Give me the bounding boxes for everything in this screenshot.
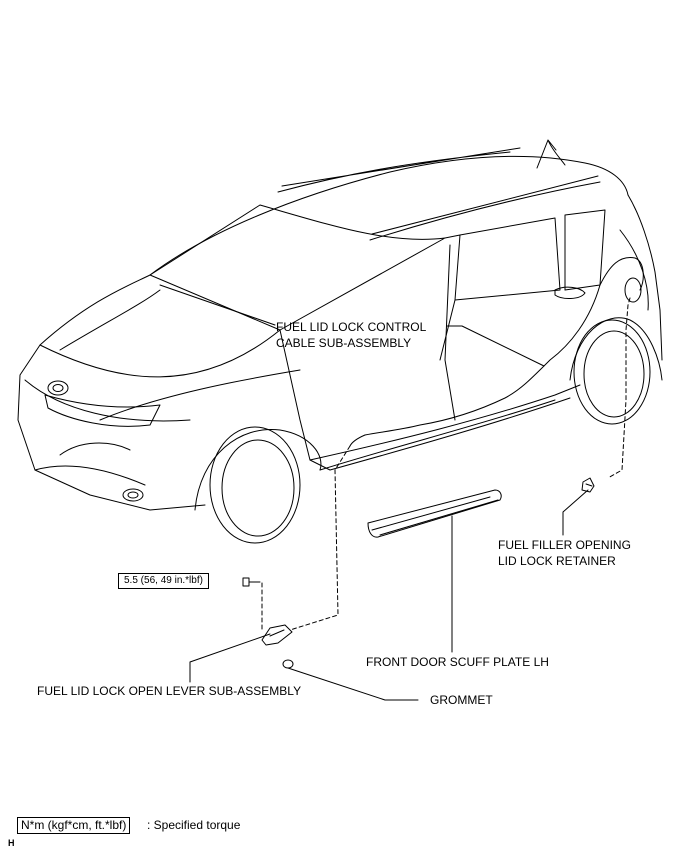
label-retainer-line1: FUEL FILLER OPENING	[498, 538, 631, 552]
label-cable-line2: CABLE SUB-ASSEMBLY	[276, 336, 412, 350]
corner-mark: H	[8, 838, 15, 848]
label-retainer-line2: LID LOCK RETAINER	[498, 554, 616, 568]
label-grommet: GROMMET	[430, 693, 493, 707]
torque-box: 5.5 (56, 49 in.*lbf)	[118, 573, 209, 589]
label-open-lever: FUEL LID LOCK OPEN LEVER SUB-ASSEMBLY	[37, 684, 302, 698]
label-cable-line1: FUEL LID LOCK CONTROL	[276, 320, 427, 334]
fuel-lid-control-cable	[349, 256, 644, 447]
legend-description: : Specified torque	[147, 818, 241, 832]
label-scuff-plate: FRONT DOOR SCUFF PLATE LH	[366, 655, 549, 669]
fuel-lid-lock-open-lever-sub-assembly	[261, 624, 293, 646]
fuel-filler-opening-lid-lock-retainer	[581, 477, 595, 493]
grommet	[282, 659, 294, 669]
vehicle-illustration	[17, 139, 663, 544]
legend-unit-box: N*m (kgf*cm, ft.*lbf)	[17, 817, 131, 834]
leader-lines	[189, 325, 589, 701]
dashed-connectors	[289, 297, 631, 631]
front-door-scuff-plate-lh	[367, 489, 502, 538]
